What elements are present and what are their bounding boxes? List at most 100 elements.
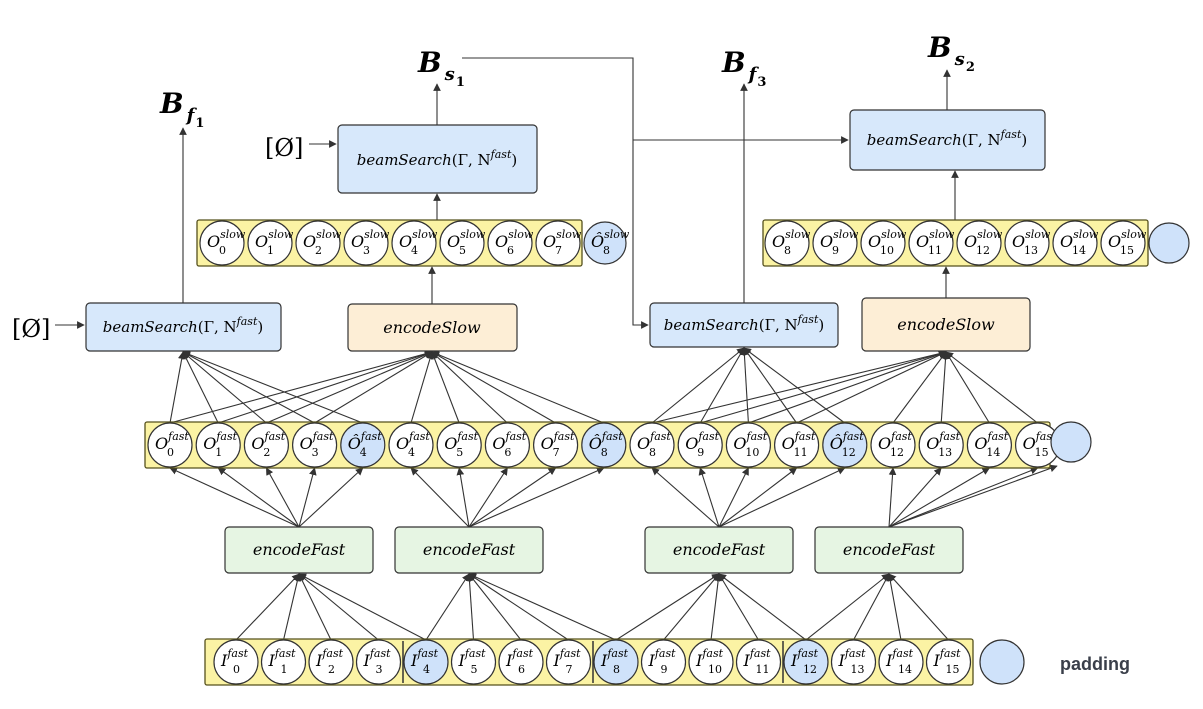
token-base: O bbox=[492, 434, 505, 453]
edge bbox=[282, 573, 302, 641]
token-base: O bbox=[541, 434, 554, 453]
token-sup: fast bbox=[456, 430, 478, 443]
token-base: O bbox=[300, 434, 313, 453]
token-base: O bbox=[255, 232, 268, 251]
edge bbox=[431, 351, 508, 424]
token-base: I bbox=[410, 651, 418, 670]
token-sup: fast bbox=[649, 430, 671, 443]
token-sup: fast bbox=[697, 430, 719, 443]
token-sup: slow bbox=[785, 228, 811, 241]
token-sub: 13 bbox=[1024, 244, 1038, 257]
edge bbox=[431, 351, 556, 424]
beam-search-box-4: beamSearch(Γ, Nfast) bbox=[849, 109, 1046, 171]
edge bbox=[235, 573, 300, 641]
edge bbox=[468, 573, 522, 641]
token-base: O bbox=[868, 232, 881, 251]
token-sup: slow bbox=[1121, 228, 1147, 241]
token-sup: fast bbox=[796, 647, 818, 660]
edge bbox=[945, 351, 990, 424]
token-sub: 1 bbox=[215, 446, 222, 459]
token-sup: fast bbox=[891, 647, 913, 660]
beam-search-sup: fast bbox=[236, 315, 258, 328]
token-base: I bbox=[933, 651, 941, 670]
token-sup: fast bbox=[749, 647, 771, 660]
token-sub: 11 bbox=[928, 244, 942, 257]
beam-search-sup: fast bbox=[490, 148, 512, 161]
edge bbox=[796, 351, 947, 424]
edge bbox=[710, 573, 722, 641]
encode-fast-box-1: encodeFast bbox=[224, 526, 374, 574]
edge bbox=[169, 351, 186, 424]
token-sub: 10 bbox=[745, 446, 759, 459]
token-sup: fast bbox=[987, 430, 1009, 443]
beam-search-box-1: beamSearch(Γ, Nfast) bbox=[85, 302, 282, 352]
edge bbox=[298, 467, 364, 528]
token-sup: fast bbox=[844, 647, 866, 660]
connection-lines bbox=[55, 57, 1058, 641]
edge bbox=[718, 573, 807, 641]
edge bbox=[743, 347, 798, 424]
token-sup: fast bbox=[226, 647, 248, 660]
edge bbox=[298, 573, 332, 641]
edge bbox=[468, 467, 508, 528]
token-sup: slow bbox=[881, 228, 907, 241]
token-base: O bbox=[1012, 232, 1025, 251]
encode-fast-label: encodeFast bbox=[253, 540, 346, 559]
token-sub: 8 bbox=[649, 446, 656, 459]
token-base: I bbox=[838, 651, 846, 670]
token-base: I bbox=[695, 651, 703, 670]
token-sub: 4 bbox=[360, 446, 367, 459]
token-sup: fast bbox=[312, 430, 334, 443]
edge bbox=[465, 573, 475, 641]
token-sub: 14 bbox=[898, 663, 912, 676]
token-base: O bbox=[916, 232, 929, 251]
token-sup: fast bbox=[553, 430, 575, 443]
edge bbox=[888, 464, 1058, 528]
token-sub: 7 bbox=[566, 663, 573, 676]
token-sub: 0 bbox=[233, 663, 240, 676]
token-sub: 2 bbox=[315, 244, 322, 257]
token-base: O bbox=[878, 434, 891, 453]
edge bbox=[182, 351, 219, 424]
beam-search-name: beamSearch bbox=[103, 318, 198, 336]
token-sub: 14 bbox=[986, 446, 1000, 459]
edge bbox=[218, 350, 433, 424]
token-sub: 10 bbox=[708, 663, 722, 676]
slow-output-tray-1 bbox=[196, 219, 583, 267]
edge bbox=[886, 573, 902, 641]
token-base: Ô bbox=[830, 433, 843, 453]
edge bbox=[718, 573, 759, 641]
edge bbox=[651, 349, 947, 424]
token-sub: 15 bbox=[1120, 244, 1134, 257]
